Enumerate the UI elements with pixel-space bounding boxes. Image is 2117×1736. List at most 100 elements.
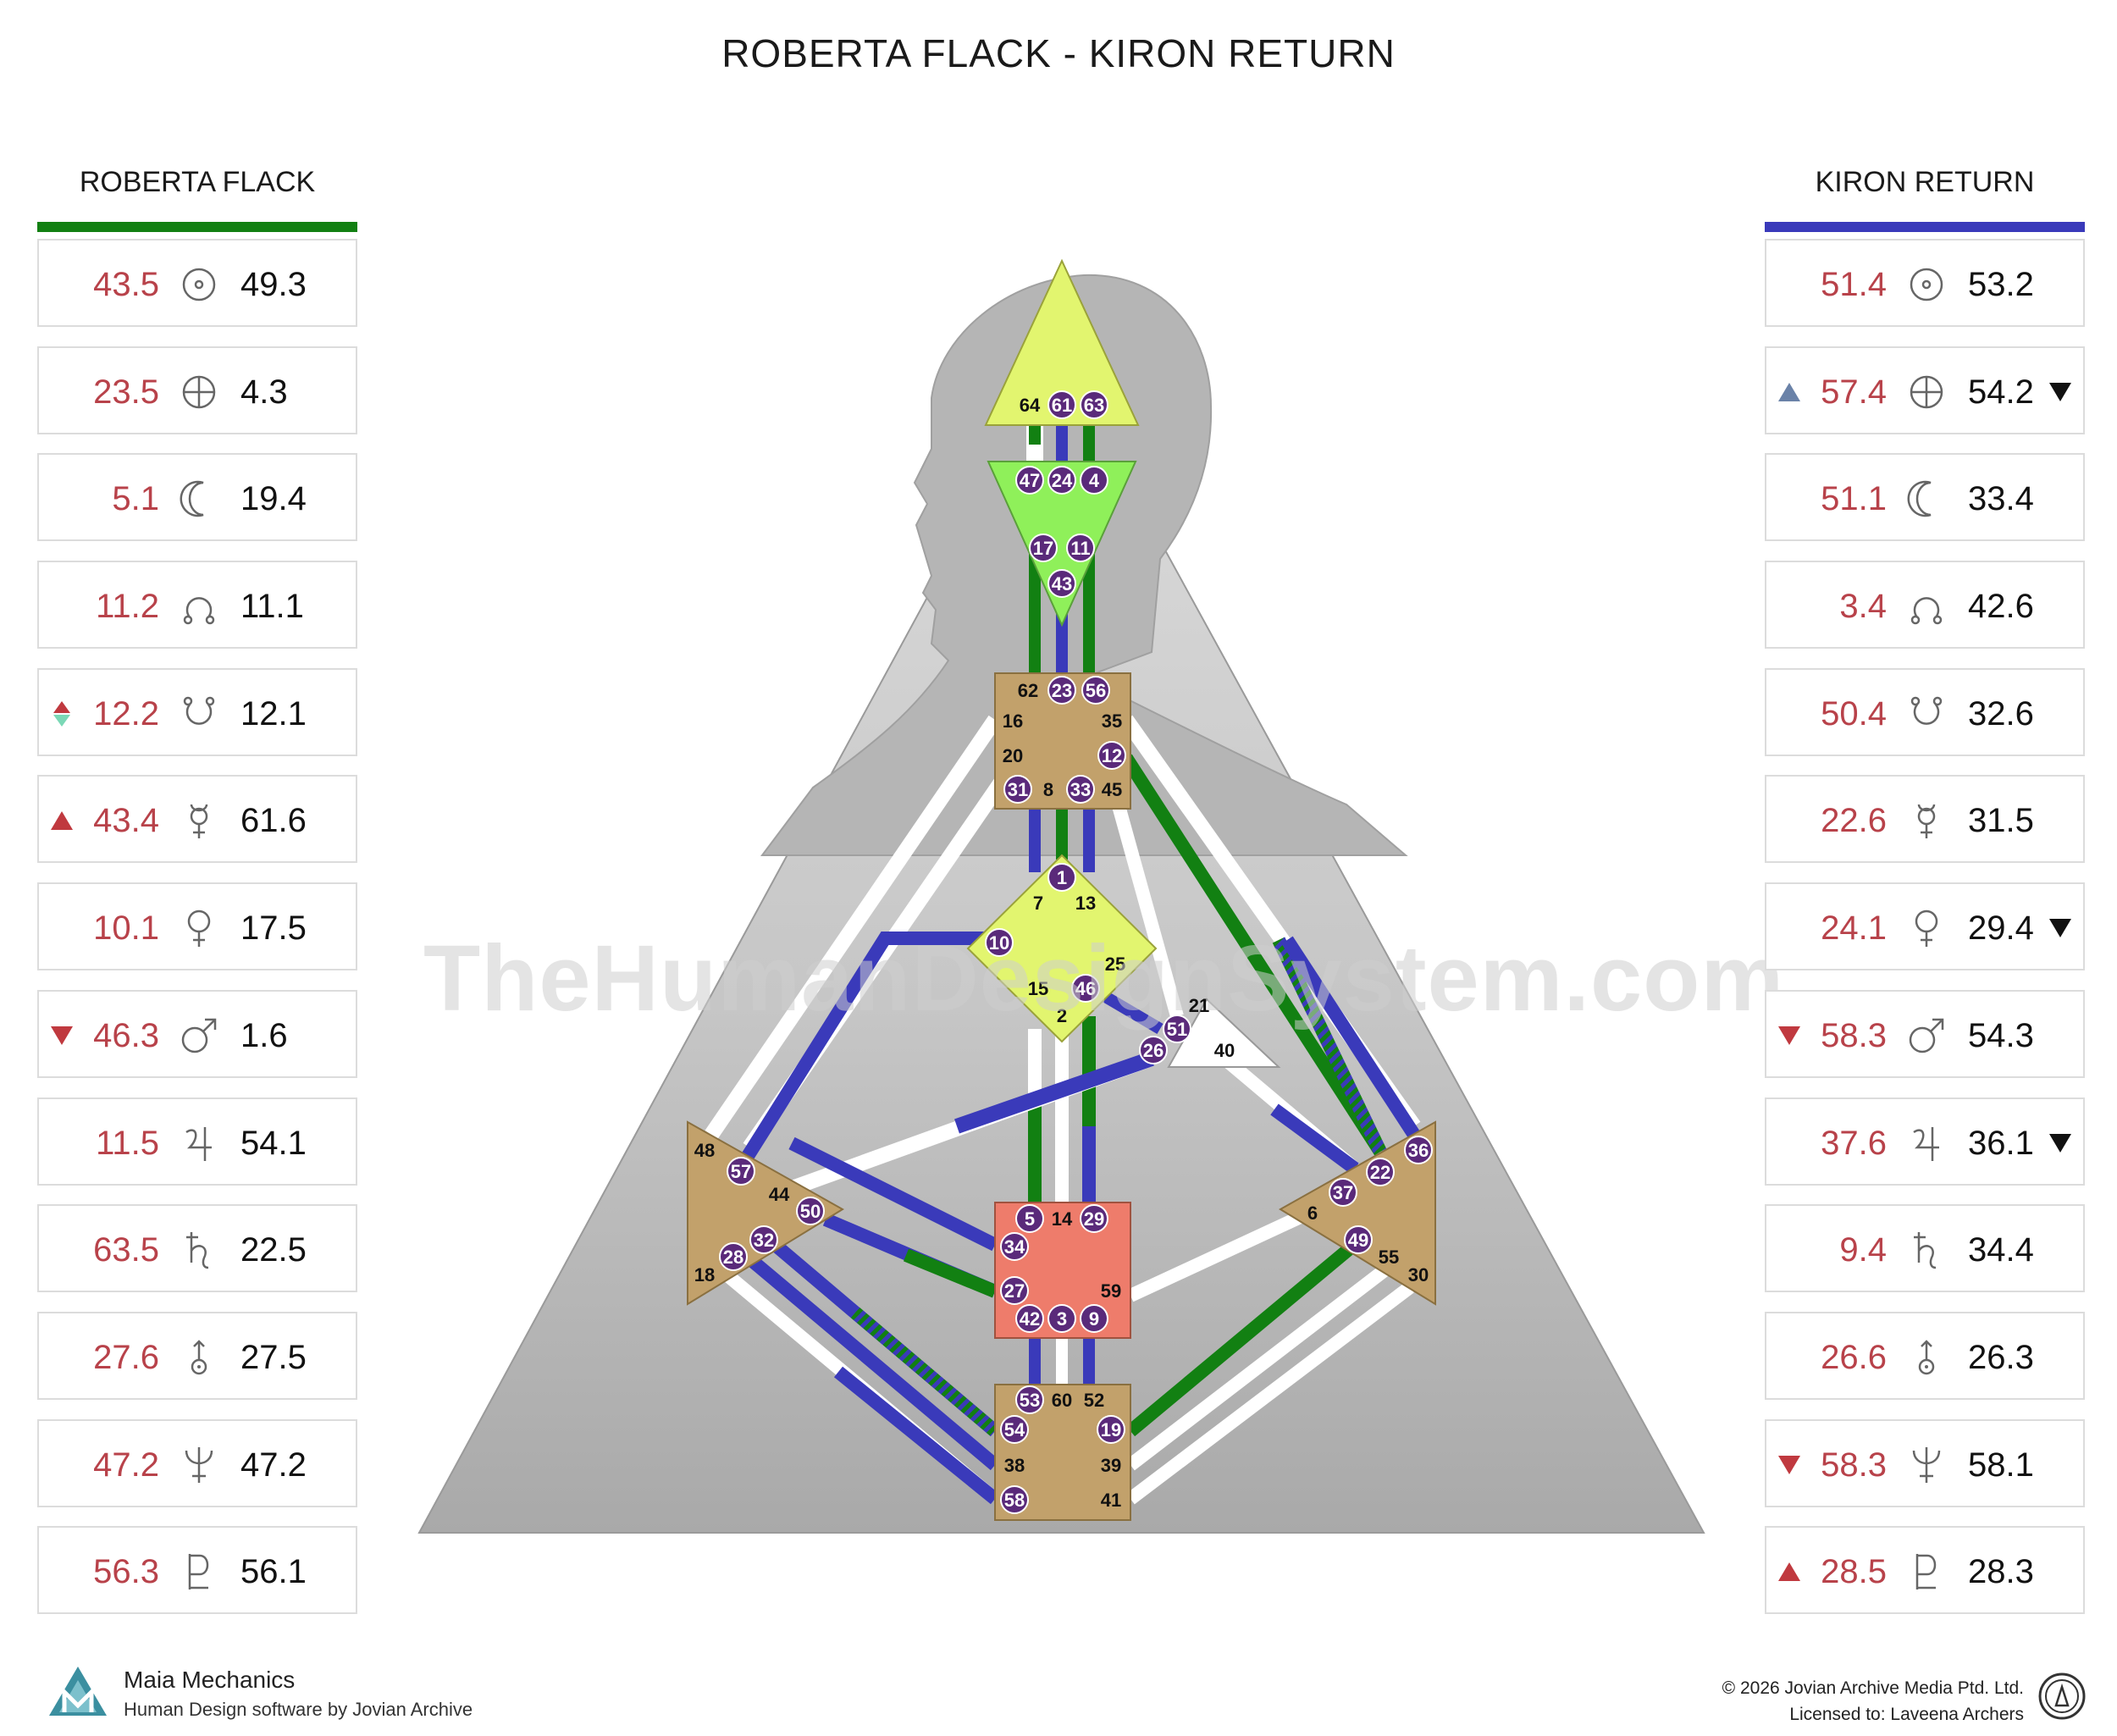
gate-label: 4 [1089, 470, 1100, 491]
down-arrow-icon [51, 1026, 73, 1045]
design-value: 27.6 [93, 1338, 159, 1376]
gate-label: 30 [1408, 1264, 1429, 1285]
gate-marker-active [1366, 1158, 1395, 1186]
gate-label: 21 [1189, 995, 1209, 1016]
gate-label: 45 [1102, 779, 1122, 800]
left-accent-bar [37, 222, 357, 232]
watermark: TheHumanDesignSystem.com [423, 926, 1785, 1031]
personality-value: 17.5 [240, 909, 307, 948]
gate-label: 27 [1004, 1280, 1025, 1302]
design-value: 5.1 [112, 480, 159, 518]
south-node-icon [183, 696, 215, 725]
gate-label: 28 [723, 1247, 743, 1268]
design-value: 58.3 [1821, 1016, 1887, 1054]
design-value: 11.2 [96, 588, 159, 626]
design-value: 47.2 [93, 1446, 159, 1484]
personality-value: 26.3 [1968, 1338, 2034, 1376]
personality-value: 54.3 [1968, 1016, 2034, 1054]
personality-value: 61.6 [240, 802, 307, 840]
design-value: 24.1 [1821, 909, 1887, 948]
planet-row: 28.5 28.3 [1765, 1526, 2085, 1615]
personality-value: 33.4 [1968, 480, 2034, 518]
gate-marker-active [1015, 1204, 1044, 1233]
planet-row: 56.3 56.1 [37, 1526, 357, 1615]
earth-icon [1910, 375, 1943, 408]
moon-icon [180, 481, 204, 517]
personality-value: 28.3 [1968, 1553, 2034, 1591]
brand-subtitle: Human Design software by Jovian Archive [124, 1699, 473, 1720]
gate-marker-active [1080, 390, 1108, 419]
gate-label: 17 [1033, 538, 1053, 559]
gate-marker-active [1000, 1276, 1029, 1305]
up-arrow-icon [51, 811, 73, 831]
earth-icon [182, 375, 216, 408]
personality-value: 49.3 [240, 266, 307, 303]
copyright-block: © 2026 Jovian Archive Media Ptd. Ltd. Li… [1722, 1675, 2024, 1728]
gate-marker-active [1080, 1304, 1108, 1333]
gate-label: 1 [1057, 867, 1067, 888]
down-arrow-icon [2049, 382, 2071, 401]
g-center [966, 854, 1158, 1043]
personality-value: 12.1 [240, 694, 307, 733]
personality-value: 56.1 [240, 1553, 307, 1591]
mercury-icon [1917, 804, 1936, 839]
gate-label: 51 [1167, 1019, 1187, 1040]
down-arrow-icon [2049, 1133, 2071, 1153]
gate-label: 3 [1057, 1308, 1067, 1330]
gate-label: 63 [1084, 395, 1104, 416]
gate-marker-active [1000, 1232, 1029, 1261]
license: Licensed to: Laveena Archers [1789, 1705, 2024, 1724]
gate-marker-active [1344, 1225, 1373, 1254]
gate-label: 44 [769, 1184, 790, 1205]
design-value: 51.1 [1821, 480, 1887, 518]
jupiter-icon [185, 1126, 212, 1161]
gate-label: 61 [1052, 395, 1072, 416]
gate-marker-active [1066, 775, 1095, 804]
gate-label: 37 [1333, 1182, 1353, 1203]
gate-label: 14 [1052, 1208, 1073, 1230]
gate-label: 47 [1020, 470, 1040, 491]
mercury-icon [190, 804, 208, 839]
gate-label: 5 [1025, 1208, 1035, 1230]
gate-label: 18 [694, 1264, 715, 1285]
gate-marker-active [1080, 1204, 1108, 1233]
up-arrow-icon [1778, 1562, 1800, 1582]
gate-marker-active [1097, 1415, 1125, 1444]
gate-label: 50 [800, 1201, 821, 1222]
design-value: 10.1 [93, 909, 159, 948]
gate-marker-active [1163, 1015, 1191, 1043]
saturn-icon [1914, 1232, 1937, 1269]
gate-marker-active [796, 1197, 825, 1225]
personality-value: 32.6 [1968, 694, 2034, 733]
gate-label: 55 [1379, 1247, 1399, 1268]
design-value: 28.5 [1821, 1553, 1887, 1591]
gate-label: 20 [1003, 745, 1023, 766]
personality-value: 47.2 [240, 1446, 307, 1484]
gate-label: 22 [1370, 1162, 1390, 1183]
gate-marker-active [1029, 534, 1058, 562]
personality-value: 54.2 [1968, 373, 2034, 411]
gate-label: 6 [1307, 1202, 1318, 1224]
mars-icon [181, 1018, 217, 1053]
gate-label: 11 [1070, 538, 1090, 559]
design-value: 56.3 [93, 1553, 159, 1591]
gate-label: 36 [1408, 1140, 1429, 1161]
gate-marker-active [727, 1157, 755, 1186]
gate-label: 19 [1101, 1419, 1121, 1440]
neptune-icon [1912, 1446, 1941, 1483]
brand-block: Maia Mechanics Human Design software by … [47, 1665, 473, 1722]
mars-icon [1909, 1018, 1944, 1053]
gate-label: 39 [1101, 1455, 1121, 1476]
